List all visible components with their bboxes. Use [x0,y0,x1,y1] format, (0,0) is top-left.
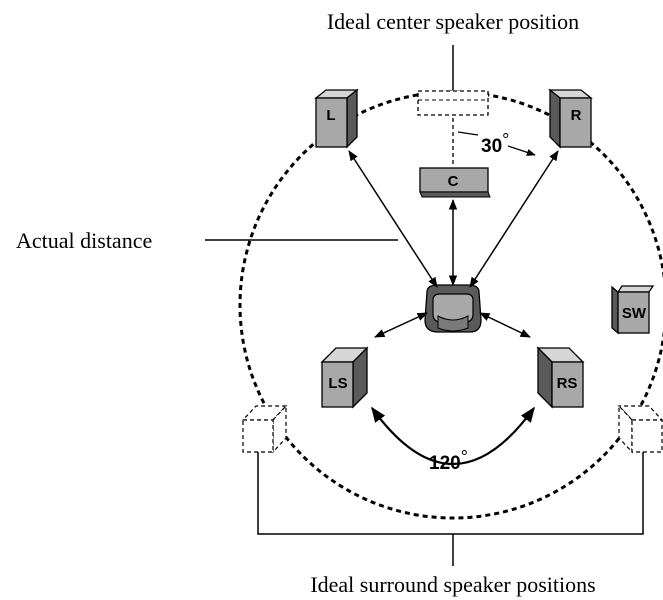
thirty-degree-label: 30° [481,130,509,157]
left-front-speaker: L [314,88,359,149]
arrow-to-left-surround [374,312,428,338]
arrow-to-left-front [348,150,438,288]
thirty-degree-tick-left [457,131,479,136]
listener-chair [424,284,482,333]
thirty-degree-arrow [507,145,536,156]
ideal-center-label: Ideal center speaker position [327,9,579,34]
ideal-surround-label: Ideal surround speaker positions [310,572,595,597]
center-speaker-label: C [448,173,459,190]
arrow-to-right-front [469,150,559,288]
ideal-center-position-box [417,90,489,116]
right-surround-speaker-label: RS [557,375,578,392]
subwoofer-speaker: SW [611,285,655,335]
actual-distance-label: Actual distance [16,228,152,253]
ideal-right-surround-position-box [617,404,663,454]
subwoofer-speaker-label: SW [622,305,647,322]
right-front-speaker: R [548,88,593,149]
arrow-to-right-surround [479,312,531,338]
one-twenty-degree-arc [371,406,535,466]
ideal-left-surround-position-box [241,404,288,454]
right-surround-speaker: RS [536,346,585,409]
right-front-speaker-label: R [571,107,582,124]
one-twenty-degree-label: 120° [429,447,468,474]
left-surround-speaker-label: LS [328,375,347,392]
center-speaker: C [419,167,491,198]
ideal-surround-bracket [257,452,644,535]
left-front-speaker-label: L [326,107,335,124]
left-surround-speaker: LS [320,346,369,409]
